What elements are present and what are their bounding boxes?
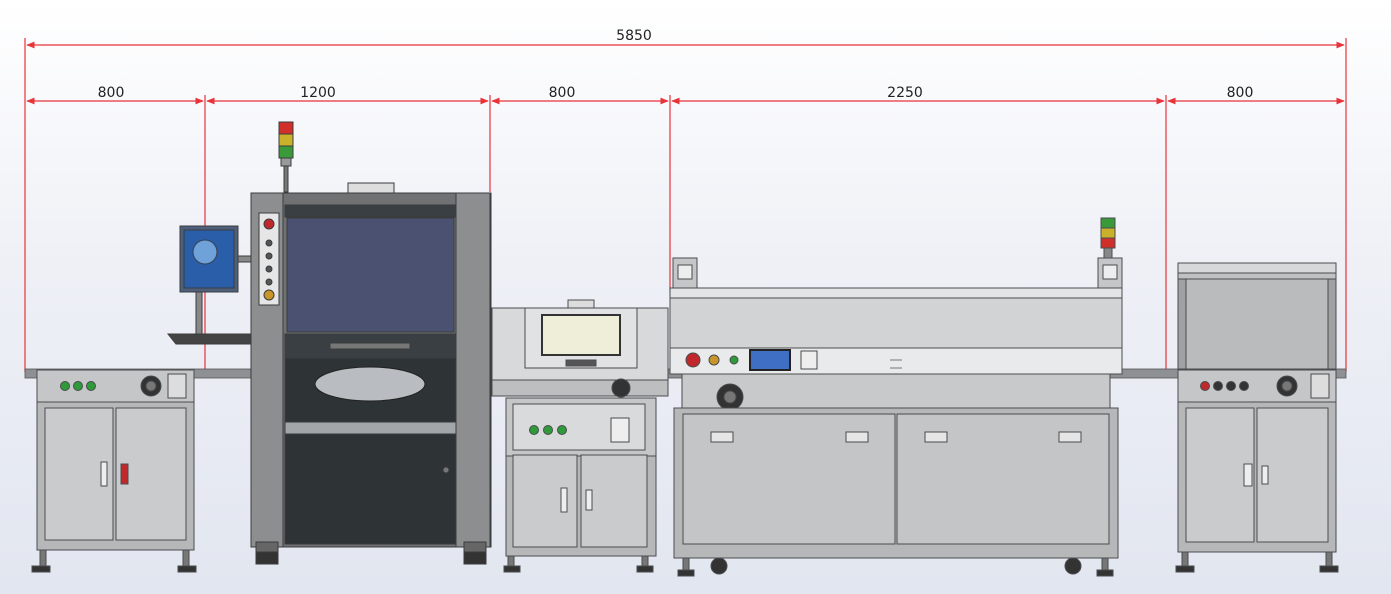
button-dark-icon (1226, 381, 1236, 391)
oven-unit (669, 217, 1123, 577)
main-machine (166, 121, 492, 565)
dim-section-4-label: 2250 (887, 85, 923, 101)
button-green-icon (86, 381, 96, 391)
button-green-icon (557, 425, 567, 435)
dim-section-2-label: 1200 (300, 85, 336, 101)
adjust-knob-icon (611, 378, 631, 398)
viewport-window (314, 366, 426, 402)
button-green-icon (60, 381, 70, 391)
cover-hood (1185, 278, 1329, 370)
button-dark-icon (1239, 381, 1249, 391)
door-handle (100, 461, 108, 487)
keyboard-tray (166, 333, 260, 345)
cabinet-door-left (1185, 407, 1255, 543)
button-dark-icon (1213, 381, 1223, 391)
dim-section-5-label: 800 (1227, 85, 1254, 101)
caster-wheel-icon (1064, 557, 1082, 575)
button-orange-icon (708, 354, 720, 366)
dim-section-3-label: 800 (549, 85, 576, 101)
loader-cabinet (31, 369, 197, 573)
unloader-cabinet (1175, 262, 1339, 573)
button-red-icon (1200, 381, 1210, 391)
inspection-unit (491, 299, 669, 573)
emergency-stop-icon (685, 352, 701, 368)
inspection-screen (541, 314, 621, 356)
button-green-icon (543, 425, 553, 435)
dimension-lines (24, 38, 1347, 372)
cabinet-door-right (1256, 407, 1329, 543)
dim-section-1-label: 800 (98, 85, 125, 101)
upper-window (286, 217, 455, 333)
caster-wheel-icon (710, 557, 728, 575)
switch-panel (167, 373, 187, 399)
button-green-icon (529, 425, 539, 435)
button-green-icon (73, 381, 83, 391)
lcd-display (749, 349, 791, 371)
door-lock-red (120, 463, 129, 485)
emergency-stop-icon (263, 218, 275, 230)
button-green-icon (729, 355, 739, 365)
dim-overall-label: 5850 (616, 28, 652, 44)
cabinet-door-left (44, 407, 114, 541)
